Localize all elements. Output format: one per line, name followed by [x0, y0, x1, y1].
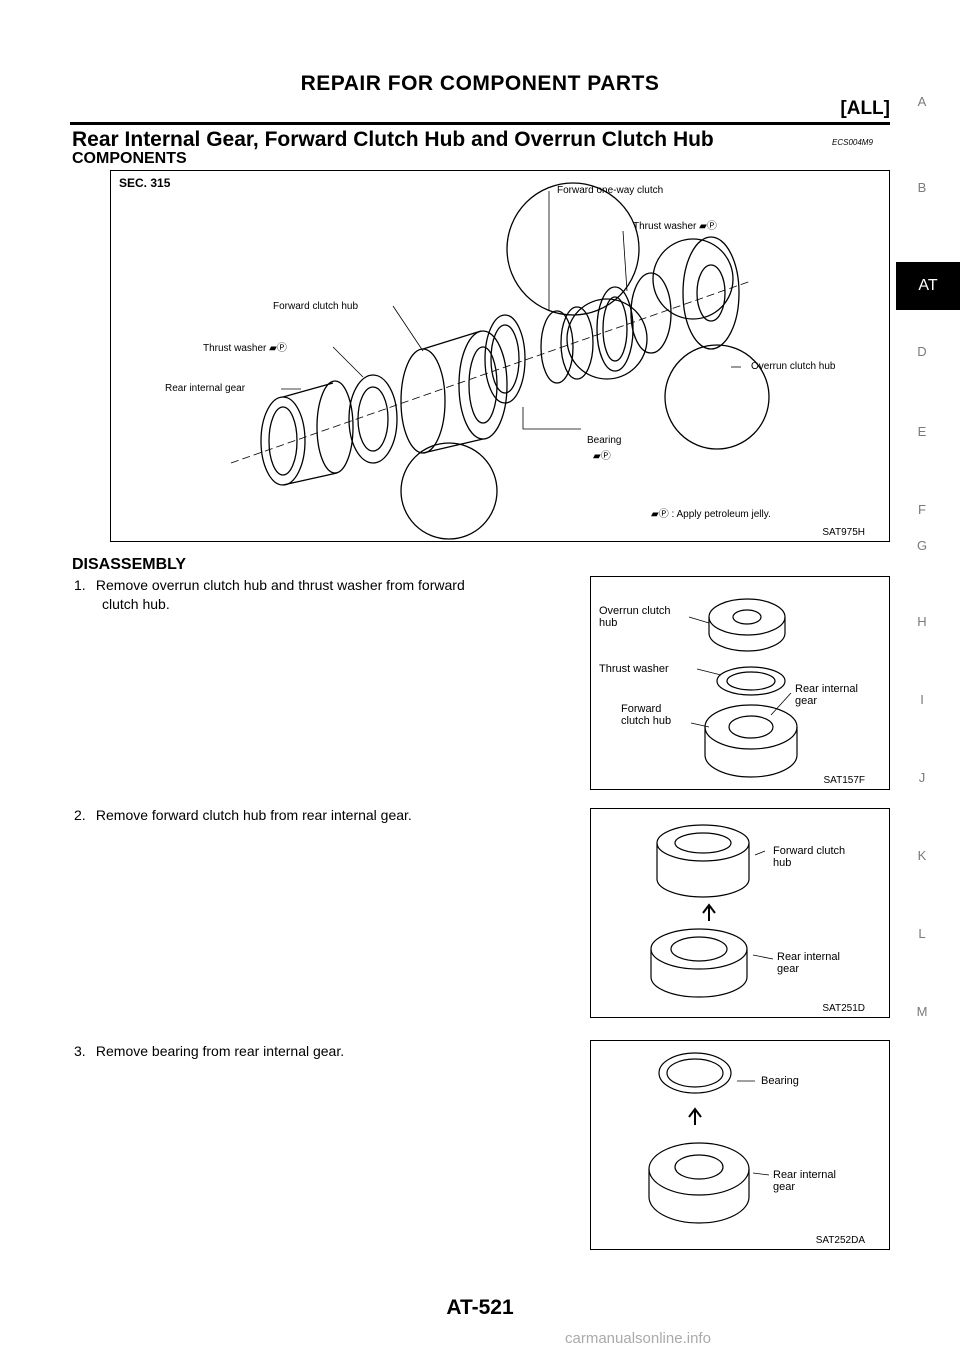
side-index-a[interactable]: A — [917, 94, 927, 109]
figure-code: SAT975H — [822, 527, 865, 538]
watermark: carmanualsonline.info — [565, 1330, 711, 1347]
label-thrust-washer-left: Thrust washer ▰Ⓟ — [203, 343, 287, 354]
side-index-k[interactable]: K — [917, 848, 927, 863]
side-index-b[interactable]: B — [917, 180, 927, 195]
section-code: ECS004M9 — [832, 138, 873, 147]
step-3: 3. Remove bearing from rear internal gea… — [74, 1043, 345, 1059]
overrun-hub-drawing — [688, 598, 798, 778]
side-index-j[interactable]: J — [918, 770, 926, 785]
label-overrun-clutch-hub: Overrun clutch hub — [751, 361, 836, 372]
detail-circle-hub-teeth — [664, 344, 770, 450]
side-index-e[interactable]: E — [917, 424, 927, 439]
step-1: 1. Remove overrun clutch hub and thrust … — [74, 577, 465, 612]
detail-circle-oneway — [506, 182, 640, 316]
step-2: 2. Remove forward clutch hub from rear i… — [74, 807, 412, 823]
label-rear-internal-gear: Rear internal gear — [165, 383, 246, 394]
figure-code: SAT157F — [823, 775, 866, 786]
page-number: AT-521 — [446, 1296, 514, 1319]
header-rule — [70, 122, 890, 125]
label-thrust-washer: Thrust washer — [599, 663, 669, 675]
section-title: Rear Internal Gear, Forward Clutch Hub a… — [72, 128, 714, 151]
sec-label: SEC. 315 — [119, 176, 171, 190]
disassembly-heading: DISASSEMBLY — [72, 556, 187, 573]
bearing-drawing — [648, 1052, 770, 1224]
petroleum-jelly-icon: ▰Ⓟ — [699, 221, 717, 232]
label-forward-oneway-clutch: Forward one-way clutch — [557, 185, 664, 196]
side-index-g[interactable]: G — [916, 538, 928, 553]
legend-petroleum-jelly: ▰Ⓟ : Apply petroleum jelly. — [651, 509, 771, 520]
side-index-m[interactable]: M — [916, 1004, 928, 1019]
figure-code: SAT251D — [822, 1003, 865, 1014]
side-index-l[interactable]: L — [918, 926, 926, 941]
side-index-d[interactable]: D — [917, 344, 927, 359]
side-index-h[interactable]: H — [917, 614, 927, 629]
side-index-i[interactable]: I — [920, 692, 924, 707]
figure-code: SAT252DA — [815, 1235, 865, 1246]
petroleum-jelly-icon: ▰Ⓟ — [593, 451, 611, 462]
page-scope: [ALL] — [840, 98, 890, 119]
detail-circle-snapring-right — [652, 238, 734, 320]
petroleum-jelly-icon: ▰Ⓟ — [651, 509, 669, 520]
components-figure: SEC. 315 Forward one-way clutch Thrust w… — [110, 170, 890, 542]
exploded-view-drawing — [230, 182, 770, 540]
components-heading: COMPONENTS — [72, 150, 187, 167]
detail-circle-washer-tab — [400, 442, 498, 540]
page-title: REPAIR FOR COMPONENT PARTS — [300, 72, 660, 95]
label-forward-clutch-hub: Forward clutch hub — [273, 301, 359, 312]
petroleum-jelly-icon: ▰Ⓟ — [269, 343, 287, 354]
side-index-f[interactable]: F — [918, 502, 926, 517]
detail-circle-snapring-left — [566, 298, 648, 380]
label-bearing: Bearing — [587, 435, 622, 446]
forward-hub-drawing — [650, 824, 774, 998]
label-thrust-washer-top: Thrust washer ▰Ⓟ — [633, 221, 717, 232]
label-bearing: Bearing — [761, 1075, 799, 1087]
side-index-at-active[interactable]: AT — [896, 262, 960, 310]
